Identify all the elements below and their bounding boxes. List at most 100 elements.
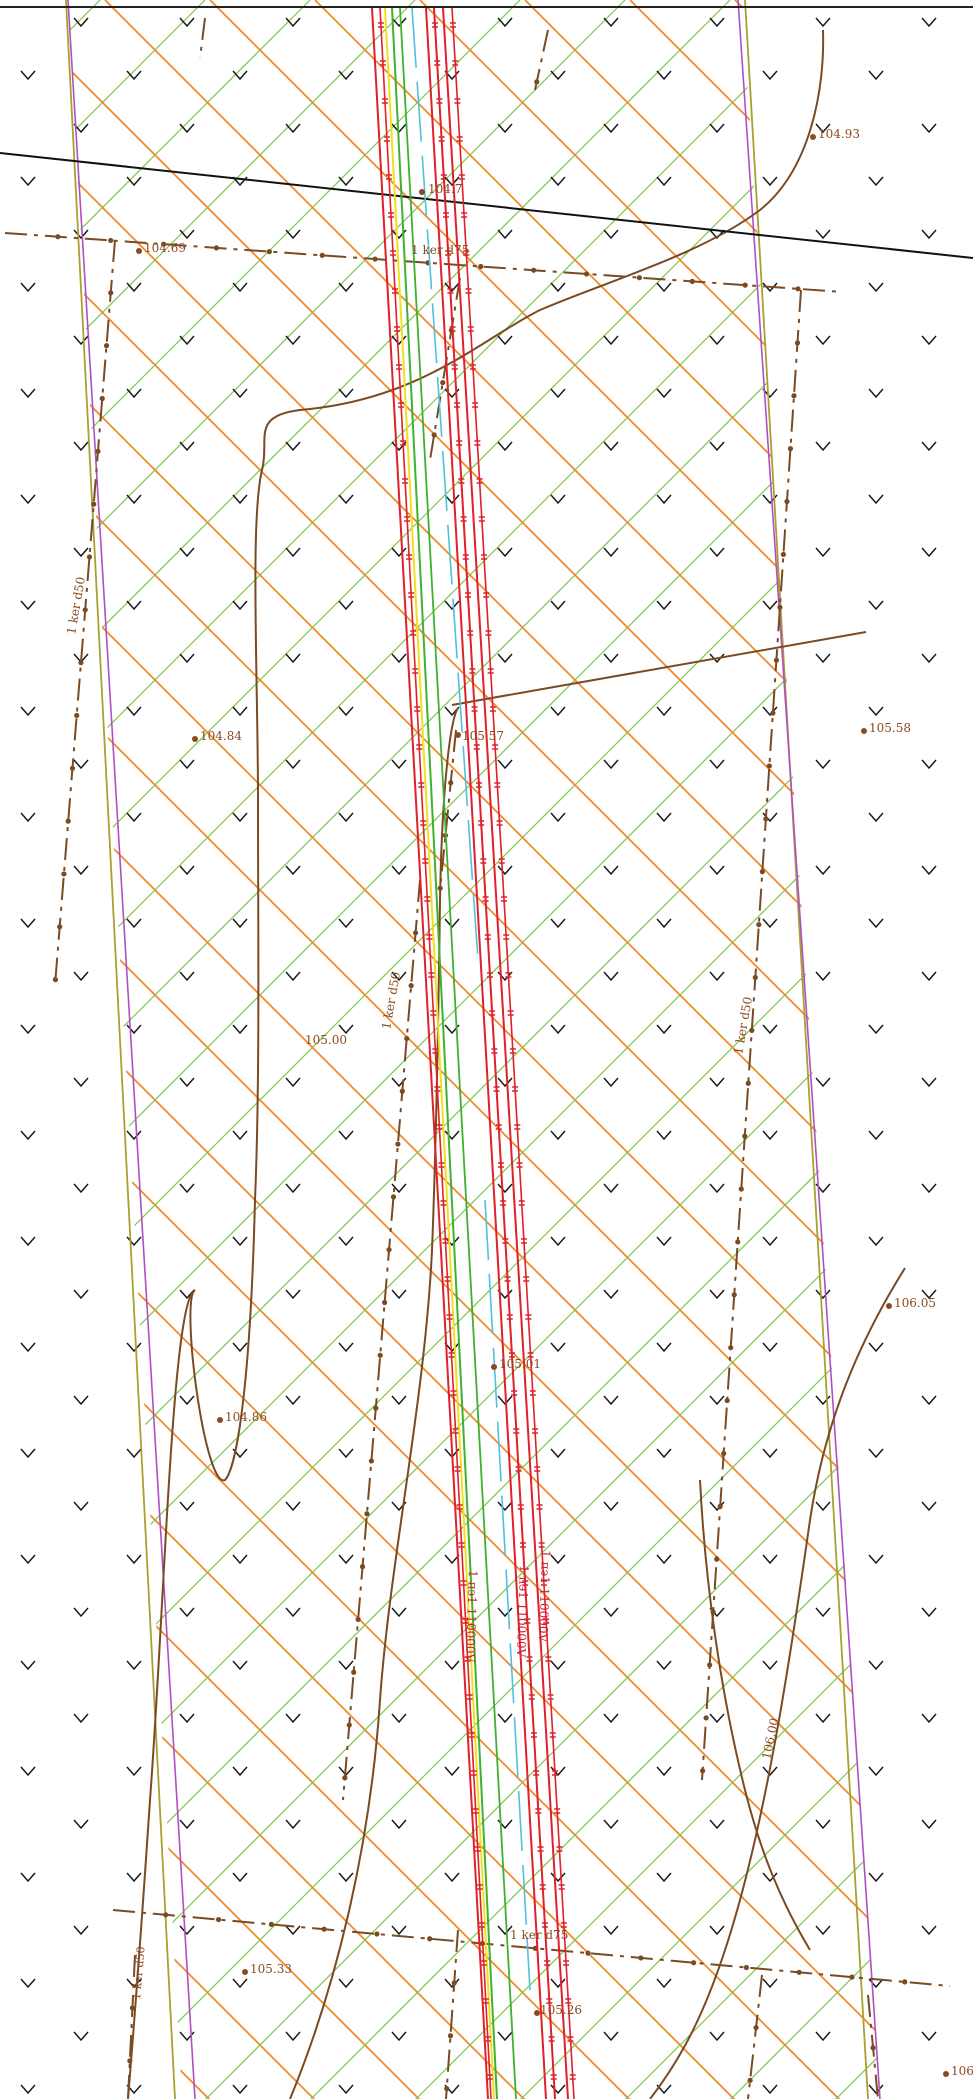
- fence-post: [738, 1186, 744, 1192]
- grass-symbol: [73, 335, 89, 346]
- pipe-marker: [432, 1048, 439, 1054]
- fence-post: [728, 1345, 734, 1351]
- pipe-marker: [474, 1846, 481, 1852]
- grass-symbol: [20, 706, 36, 717]
- grass-symbol: [232, 706, 248, 717]
- hatch-line-orange: [945, 0, 973, 2099]
- spot-height[interactable]: 106.05: [886, 1296, 936, 1310]
- grass-symbol: [285, 1183, 301, 1194]
- pipe-marker: [472, 1808, 479, 1814]
- grass-symbol: [126, 282, 142, 293]
- pipeline-labels: 1 пэ1 110000V 1 пэ1 110000V 1 пэ1 110000…: [463, 1550, 553, 1663]
- grass-symbol: [656, 388, 672, 399]
- grass-symbol: [285, 865, 301, 876]
- fence-post: [78, 660, 84, 666]
- fence-post: [377, 1352, 383, 1358]
- fence-post: [373, 1405, 379, 1411]
- grass-symbol: [20, 600, 36, 611]
- pipe-marker: [475, 782, 482, 788]
- fence-post: [127, 2058, 133, 2064]
- grass-symbol: [603, 1183, 619, 1194]
- spot-height[interactable]: 105.33: [242, 1962, 292, 1976]
- pipe-marker: [472, 402, 479, 408]
- pipe-marker: [465, 288, 472, 294]
- grass-symbol: [868, 176, 884, 187]
- grass-symbol: [868, 2084, 884, 2095]
- fence-post: [784, 498, 790, 505]
- grass-symbol: [550, 1766, 566, 1777]
- grass-symbol: [497, 1925, 513, 1936]
- pipe-marker: [467, 326, 474, 332]
- pipeline-label: 1 пэ1 110000V: [514, 1565, 531, 1658]
- pipe-marker: [489, 1010, 496, 1016]
- pipe-marker: [390, 250, 397, 256]
- grass-symbol: [338, 1448, 354, 1459]
- fence-line: [701, 289, 802, 1781]
- spot-height[interactable]: 105.58: [861, 721, 911, 735]
- grass-symbol: [126, 1342, 142, 1353]
- spot-height[interactable]: 104.86: [217, 1410, 267, 1424]
- grass-symbol: [497, 1607, 513, 1618]
- fence-post: [399, 1088, 405, 1094]
- pipe-marker: [436, 98, 443, 104]
- spot-height[interactable]: 104.84: [192, 729, 242, 743]
- spot-height[interactable]: 104.93: [810, 127, 860, 141]
- grass-symbol: [921, 1819, 937, 1830]
- grass-symbol: [656, 1660, 672, 1671]
- spot-height[interactable]: 106.0: [943, 2064, 973, 2078]
- grass-symbol: [497, 547, 513, 558]
- pipe-marker: [410, 630, 417, 636]
- spot-height[interactable]: 105.01: [491, 1357, 541, 1371]
- grass-symbol: [815, 1925, 831, 1936]
- grass-symbol: [20, 812, 36, 823]
- pipe-marker: [394, 326, 401, 332]
- grass-symbol: [497, 229, 513, 240]
- pipe-marker: [505, 972, 512, 978]
- grass-symbol: [762, 1978, 778, 1989]
- pipe-marker: [466, 1694, 473, 1700]
- grass-symbol: [391, 971, 407, 982]
- grass-symbol: [285, 335, 301, 346]
- hatch-line-green: [104, 0, 880, 2099]
- fence-post: [703, 1715, 709, 1721]
- grass-symbol: [338, 1554, 354, 1565]
- grass-symbol: [497, 441, 513, 452]
- grass-symbol: [709, 229, 725, 240]
- grass-symbol: [868, 706, 884, 717]
- grass-symbol: [20, 1130, 36, 1141]
- pipe-marker: [492, 744, 499, 750]
- grass-symbol: [285, 2031, 301, 2042]
- fence-line: [54, 239, 116, 986]
- grass-symbol: [285, 1607, 301, 1618]
- grass-symbol: [497, 1077, 513, 1088]
- pipeline-markers: [377, 22, 576, 2080]
- grass-symbol: [815, 1819, 831, 1830]
- pipe-marker: [565, 1998, 572, 2004]
- fence-post: [796, 1969, 802, 1975]
- spot-height[interactable]: 105.26: [534, 2003, 582, 2017]
- grass-symbol: [656, 1024, 672, 1035]
- pipe-marker: [545, 1656, 552, 1662]
- pipe-marker: [420, 820, 427, 826]
- pipe-marker: [482, 1998, 489, 2004]
- fence-post: [103, 343, 110, 349]
- fence-post: [95, 448, 101, 454]
- grass-symbol: [656, 1342, 672, 1353]
- spot-height[interactable]: 104.7: [419, 182, 462, 196]
- spot-height[interactable]: 105.57: [455, 729, 504, 743]
- grass-symbol: [815, 335, 831, 346]
- grass-symbol: [444, 1872, 460, 1883]
- fence-post: [364, 1511, 370, 1517]
- pipe-marker: [486, 2074, 493, 2080]
- grass-symbols: [20, 17, 937, 2095]
- grass-symbol: [232, 1660, 248, 1671]
- fence-post: [780, 551, 787, 558]
- grass-symbol: [868, 1448, 884, 1459]
- hatch-line-green: [419, 0, 880, 2099]
- grass-symbol: [73, 1289, 89, 1300]
- spot-height[interactable]: 104.69: [136, 241, 186, 255]
- pipe-marker: [548, 2036, 555, 2042]
